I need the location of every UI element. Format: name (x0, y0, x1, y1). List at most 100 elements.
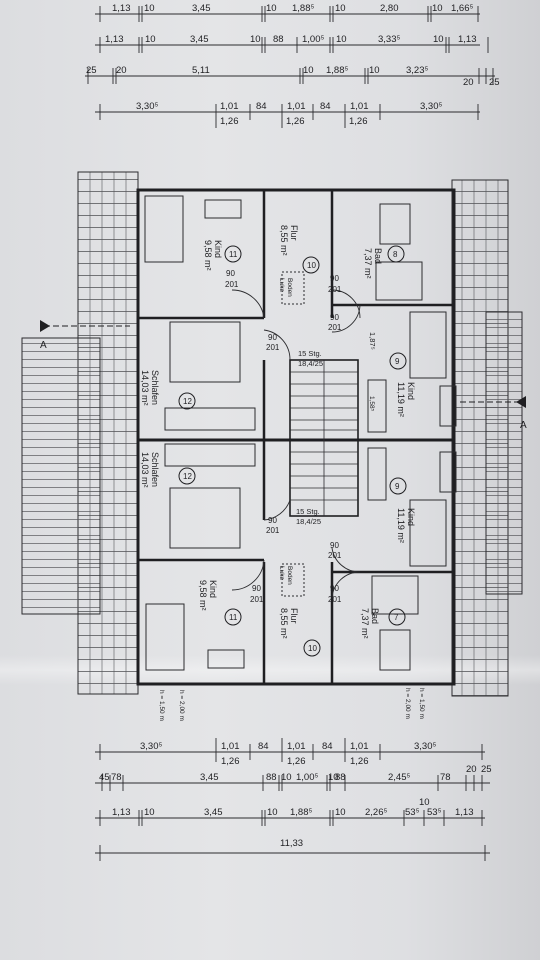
room-circles (178, 245, 407, 657)
room-num-kind9-top: 9 (395, 357, 400, 366)
dim-top4-a: 3,30⁵ (136, 101, 158, 112)
room-num-kind9-bottom: 9 (395, 482, 400, 491)
door-top-bad-w: 90 (330, 274, 339, 283)
door-top-bad-h: 201 (328, 285, 342, 294)
dim-top2-e: 88 (273, 34, 284, 45)
room-num-kind-bottom: 11 (229, 613, 238, 622)
dim-top4-sub-b: 1,26 (286, 116, 305, 127)
door-bottom-kind-h: 201 (250, 595, 264, 604)
hatch-top-line1: Boden (286, 278, 293, 297)
bed-kind9-top (409, 311, 447, 379)
door-top-kind-w: 90 (226, 269, 235, 278)
hatch-bottom-line1: Boden (286, 566, 293, 585)
wardrobe-schlafen-bottom (164, 443, 256, 467)
roof-areas (21, 171, 523, 697)
dim-top2-a: 1,13 (105, 34, 124, 45)
room-area-kind9-bottom: 11,19 m² (396, 508, 406, 543)
section-markers (40, 320, 526, 408)
window-top (367, 379, 387, 433)
door-swings (231, 289, 361, 599)
dim-bot2-d: 88 (266, 772, 277, 783)
bed-kind-bottom (145, 603, 185, 671)
dim-bot1-c: 84 (258, 741, 269, 752)
dim-bot2-e: 10 (281, 772, 292, 783)
dim-bot3-c: 3,45 (204, 807, 223, 818)
dim-top3-g: 3,23⁵ (406, 65, 428, 76)
dim-top4-b: 1,01 (220, 101, 239, 112)
section-label-left: A (40, 340, 47, 351)
dim-bot3-a: 1,13 (112, 807, 131, 818)
dim-top3-b: 20 (116, 65, 127, 76)
stair-dimension-2: 1,58⁵ (368, 396, 375, 412)
dim-bot1-sub-b: 1,26 (287, 756, 306, 767)
dim-bot2-i: 2,45⁵ (388, 772, 410, 783)
dim-bot2-j: 78 (440, 772, 451, 783)
bed-kind9-bottom (409, 499, 447, 567)
dim-bot2-a: 45 (99, 772, 110, 783)
room-num-schlafen-top: 12 (183, 397, 192, 406)
dim-top2-j: 1,13 (458, 34, 477, 45)
dim-bot1-a: 3,30⁵ (140, 741, 162, 752)
dim-top1-g: 2,80 (380, 3, 399, 14)
hatch-top-line2: Luke (278, 278, 285, 292)
stairs-bottom-line1: 15 Stg. (296, 507, 320, 516)
room-name-kind9-bottom: Kind (406, 508, 416, 526)
room-num-schlafen-bottom: 12 (183, 472, 192, 481)
dim-bot3-k: 1,13 (455, 807, 474, 818)
shower-top (379, 203, 411, 245)
room-area-kind-top: 9,58 m² (203, 240, 213, 271)
shower-bottom (379, 629, 411, 671)
dim-bot2-k: 20 (466, 764, 477, 775)
dim-bot3-b: 10 (144, 807, 155, 818)
hatch-top (281, 271, 305, 305)
dim-bot3-i: 53⁵ (405, 807, 420, 818)
room-area-bad-bottom: 7,37 m² (360, 608, 370, 639)
room-area-kind9-top: 11,19 m² (396, 382, 406, 417)
room-area-kind-bottom: 9,58 m² (198, 580, 208, 611)
desk-kind9-bottom (439, 451, 457, 493)
room-name-kind-bottom: Kind (208, 580, 218, 598)
desk-kind9-top (439, 385, 457, 427)
dim-top1-a: 1,13 (112, 3, 131, 14)
room-name-flur-bottom: Flur (289, 608, 299, 624)
bathtub-top (375, 261, 423, 301)
door-top-schlafen-h: 201 (266, 343, 280, 352)
dim-top3-f: 10 (369, 65, 380, 76)
roof-overhang-left (21, 337, 101, 615)
dim-top3-h: 20 (463, 77, 474, 88)
door-labels: 90 201 90 201 90 201 90 201 90 201 90 20… (225, 269, 342, 604)
room-area-flur-bottom: 8,55 m² (279, 608, 289, 639)
dim-bot2-c: 3,45 (200, 772, 219, 783)
dim-bot1-b: 1,01 (221, 741, 240, 752)
door-bottom-kind9-h: 201 (328, 551, 342, 560)
dim-bot2-g: 10 (328, 772, 339, 783)
dim-bot2-h: 88 (335, 772, 346, 783)
dim-bot4-total: 11,33 (280, 838, 303, 849)
dim-top1-e: 1,88⁵ (292, 3, 314, 14)
dim-top1-d: 10 (266, 3, 277, 14)
dim-top3-c: 5,11 (192, 65, 210, 76)
bathtub-bottom (371, 575, 419, 615)
hatch-bottom (281, 563, 305, 597)
dim-top3-i: 25 (489, 77, 500, 88)
room-num-kind-top: 11 (229, 250, 238, 259)
room-name-kind-top: Kind (213, 240, 223, 258)
room-name-schlafen-bottom: Schlafen (150, 452, 160, 487)
dim-bot3-e: 1,88⁵ (290, 807, 312, 818)
dim-bot1-sub-a: 1,26 (221, 756, 240, 767)
room-labels: Kind 9,58 m² 11 Flur 8,55 m² 10 Bad 7,37… (140, 225, 416, 653)
room-name-bad-top: Bad (373, 248, 383, 264)
room-name-kind9-top: Kind (406, 382, 416, 400)
dim-bot1-g: 3,30⁵ (414, 741, 436, 752)
dim-top1-h: 10 (432, 3, 443, 14)
dim-top2-f: 1,00⁵ (302, 34, 324, 45)
dim-top4-g: 3,30⁵ (420, 101, 442, 112)
room-num-flur-top: 10 (307, 261, 316, 270)
dim-top2-g: 10 (336, 34, 347, 45)
dim-top4-f: 1,01 (350, 101, 369, 112)
dim-bot1-f: 1,01 (350, 741, 369, 752)
room-area-schlafen-bottom: 14,03 m² (140, 452, 150, 488)
dim-top4-c: 84 (256, 101, 267, 112)
dim-top4-sub-a: 1,26 (220, 116, 239, 127)
